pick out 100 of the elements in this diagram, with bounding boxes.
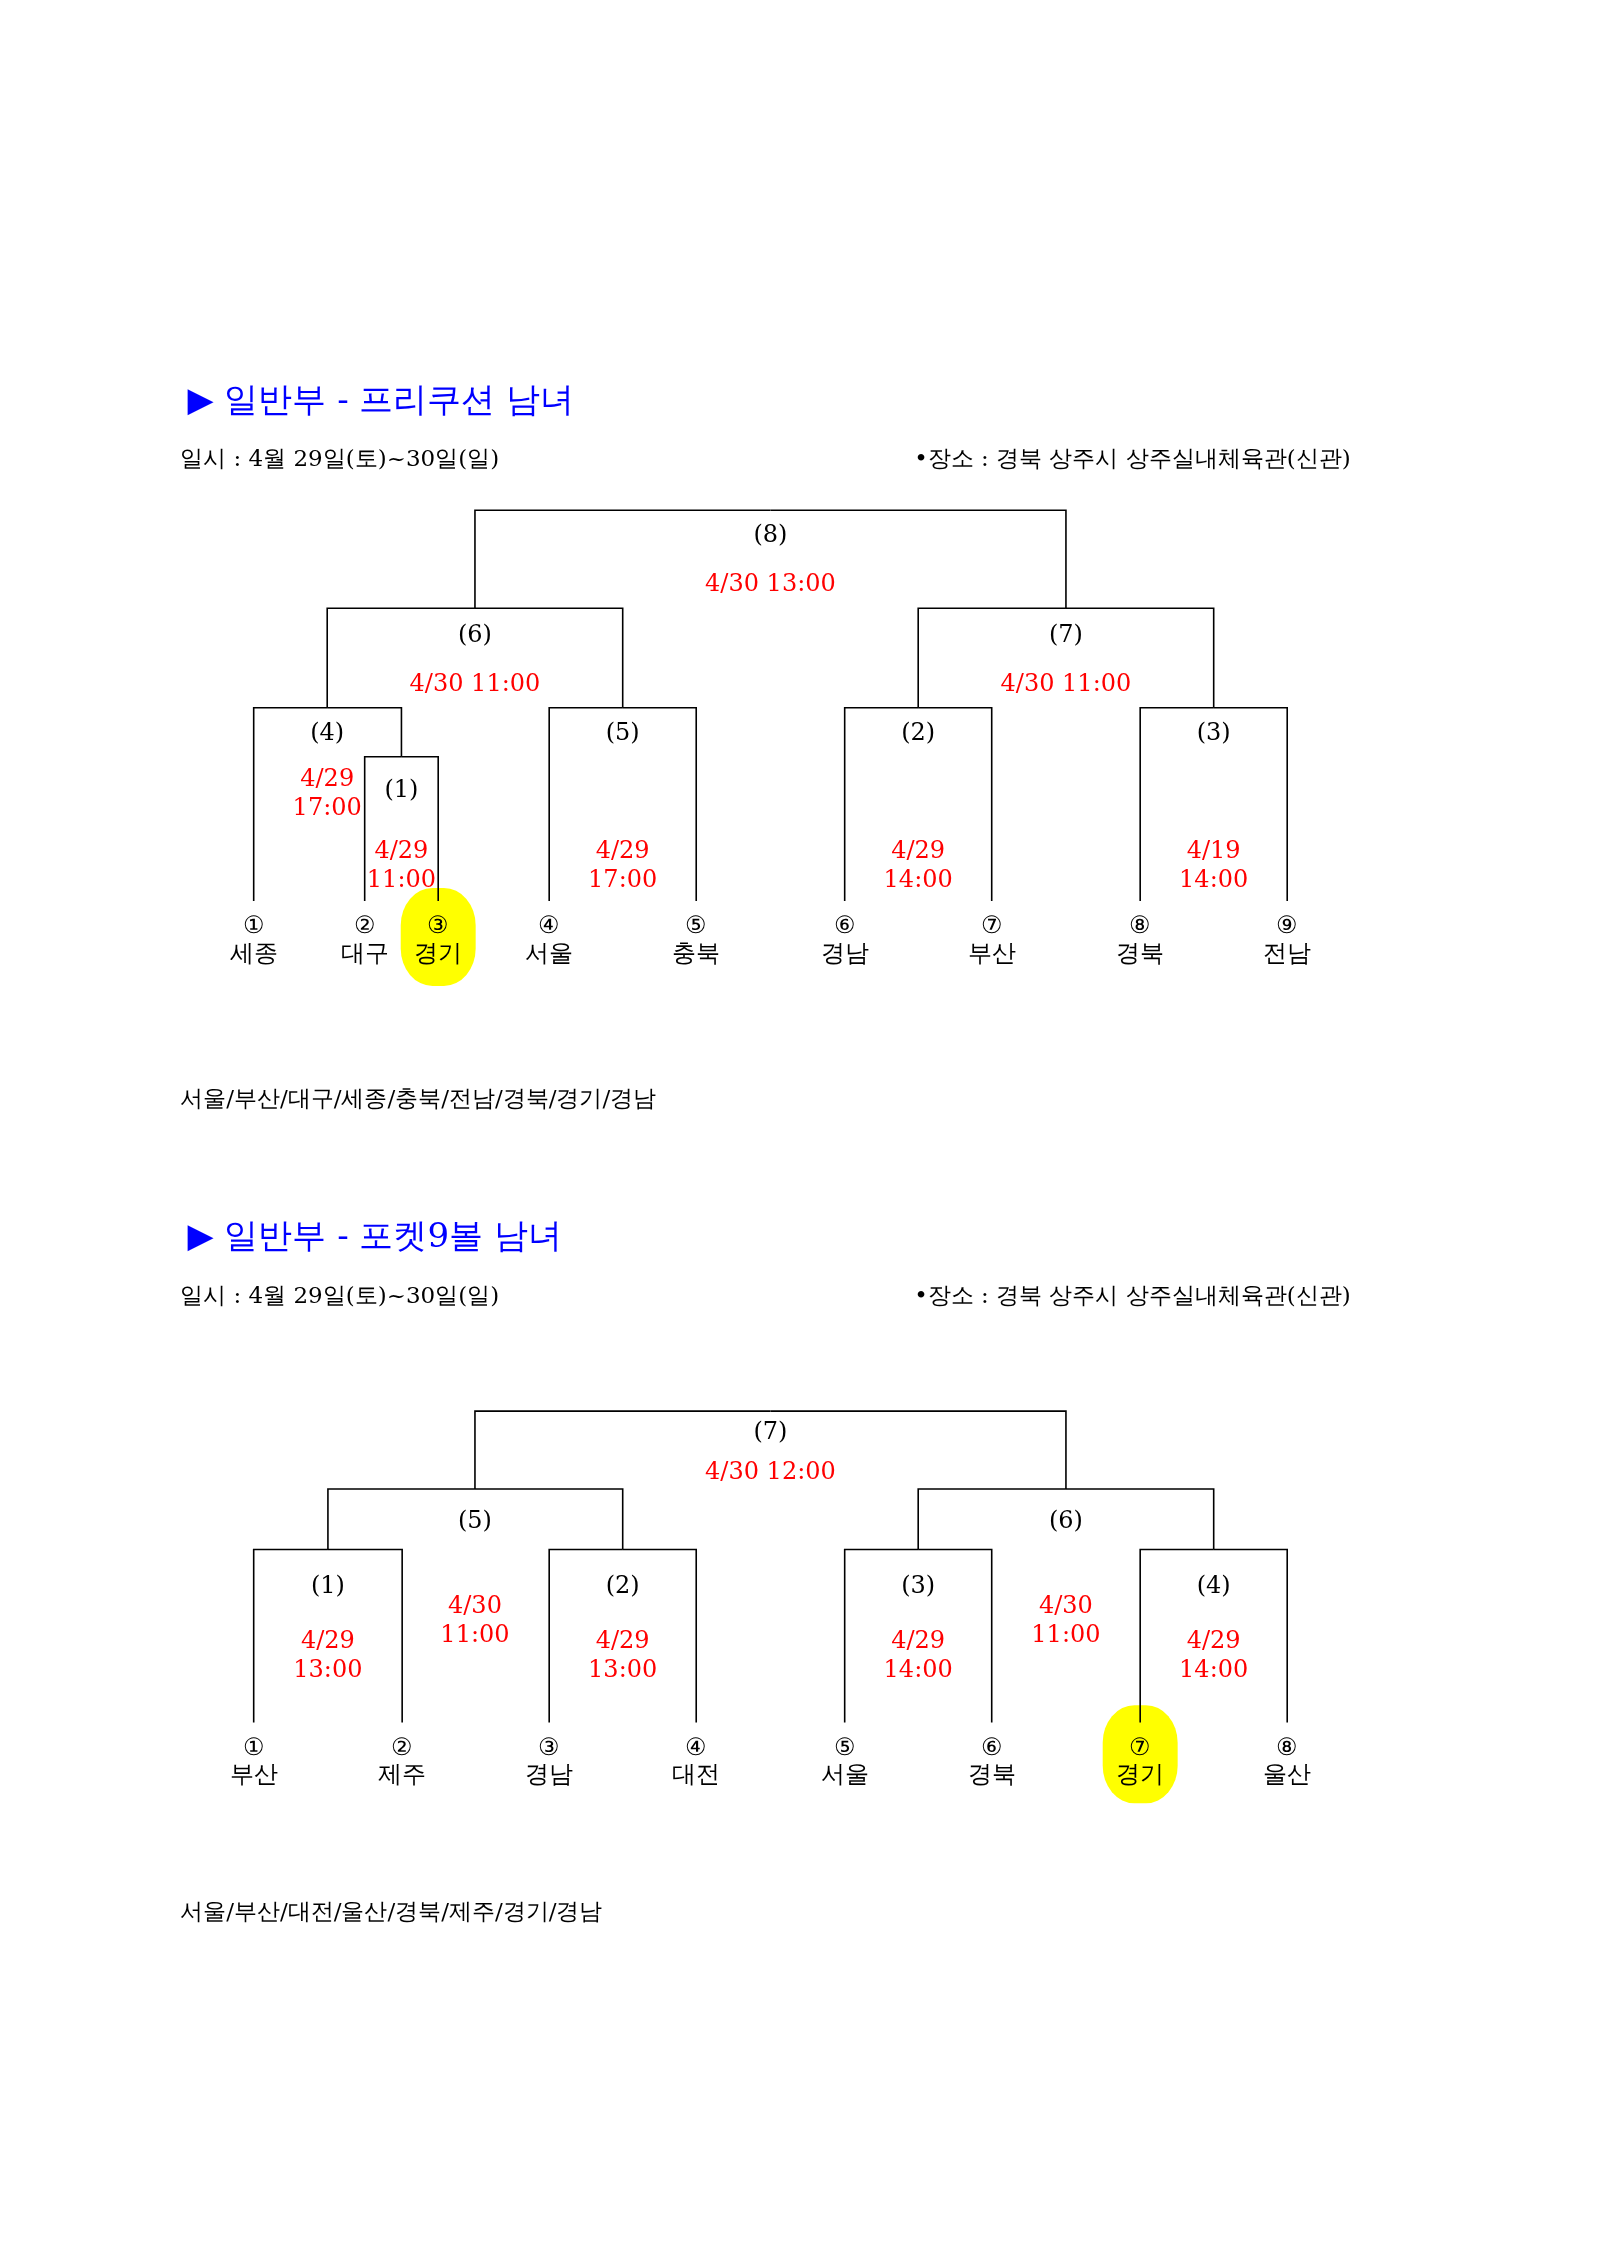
team-name: 부산	[966, 939, 1017, 968]
section-heading: ▶ 일반부 - 포켓9볼 남녀	[187, 1214, 562, 1257]
match-time: 4/29 14:00	[1178, 1625, 1250, 1684]
match-number: (8)	[752, 520, 789, 550]
match-time: 4/30 11:00	[439, 1591, 511, 1649]
team-name: 전남	[1262, 939, 1313, 968]
team-name: 대전	[671, 1761, 722, 1789]
team-name: 경기	[1115, 1761, 1166, 1789]
bracket-line	[1065, 1488, 1215, 1551]
match-number: (6)	[456, 619, 493, 649]
seed-number: ⑧	[1275, 1734, 1300, 1762]
seed-number: ⑤	[684, 912, 709, 940]
seed-number: ⑥	[979, 1734, 1004, 1762]
bracket-line	[252, 1548, 329, 1724]
match-number: (5)	[456, 1506, 493, 1536]
team-name: 세종	[228, 939, 279, 968]
bracket-line	[363, 755, 403, 902]
team-name: 울산	[1262, 1761, 1313, 1789]
match-time: 4/30 12:00	[704, 1457, 837, 1487]
bracket-line	[326, 706, 403, 758]
bracket-line	[1139, 706, 1215, 902]
info-text: 일시 : 4월 29일(토)~30일(일)	[180, 444, 500, 473]
match-time: 4/30 11:00	[1030, 1591, 1102, 1649]
team-name: 충북	[671, 939, 722, 968]
match-number: (6)	[1047, 1506, 1084, 1536]
match-time: 4/19 14:00	[1178, 836, 1250, 894]
seed-number: ⑥	[832, 912, 857, 940]
match-number: (2)	[900, 717, 937, 747]
info-text: •장소 : 경북 상주시 상주실내체육관(신관)	[914, 1281, 1351, 1311]
bracket-line	[1212, 706, 1288, 902]
bracket-line	[1212, 1548, 1288, 1724]
bracket-line	[474, 509, 772, 610]
bracket-line	[917, 706, 993, 902]
team-name: 부산	[228, 1761, 279, 1789]
bracket-line	[843, 706, 919, 902]
bracket-line	[326, 607, 476, 709]
info-text: 일시 : 4월 29일(토)~30일(일)	[180, 1281, 500, 1311]
section-heading: ▶ 일반부 - 프리쿠션 남녀	[187, 378, 575, 421]
team-name: 서울	[819, 1761, 870, 1789]
bracket-line	[327, 1548, 403, 1724]
match-number: (5)	[604, 717, 641, 747]
team-name: 경기	[413, 939, 464, 968]
bracket-line	[400, 755, 439, 902]
match-number: (1)	[309, 1571, 346, 1601]
seed-number: ④	[537, 912, 562, 940]
match-number: (1)	[383, 775, 420, 805]
bracket-line	[474, 607, 624, 709]
team-list: 서울/부산/대구/세종/충북/전남/경북/경기/경남	[180, 1084, 657, 1113]
seed-number: ⑦	[1128, 1734, 1153, 1762]
team-name: 제주	[377, 1761, 428, 1789]
match-number: (3)	[1195, 717, 1232, 747]
match-number: (3)	[900, 1571, 937, 1601]
bracket-line	[548, 706, 624, 902]
team-name: 경북	[1115, 939, 1166, 968]
bracket-line	[1065, 607, 1215, 709]
info-text: •장소 : 경북 상주시 상주실내체육관(신관)	[914, 444, 1351, 473]
match-number: (4)	[309, 717, 346, 747]
bracket-line	[621, 706, 697, 902]
match-time: 4/30 11:00	[408, 668, 542, 698]
match-time: 4/29 13:00	[292, 1625, 364, 1684]
bracket-line	[548, 1548, 624, 1724]
match-number: (7)	[752, 1416, 789, 1446]
seed-number: ④	[684, 1734, 709, 1762]
match-time: 4/29 17:00	[291, 763, 363, 822]
bracket-line	[917, 1548, 993, 1724]
seed-number: ⑨	[1275, 912, 1300, 940]
match-number: (7)	[1047, 619, 1084, 649]
team-list: 서울/부산/대전/울산/경북/제주/경기/경남	[180, 1896, 603, 1926]
seed-number: ⑤	[832, 1734, 857, 1762]
seed-number: ②	[390, 1734, 415, 1762]
bracket-line	[474, 1488, 624, 1551]
match-time: 4/29 11:00	[365, 836, 437, 894]
match-time: 4/29 14:00	[882, 1625, 954, 1684]
bracket-line	[917, 1488, 1067, 1551]
bracket-line	[769, 1410, 1067, 1490]
match-time: 4/29 14:00	[882, 836, 954, 894]
match-time: 4/29 13:00	[587, 1625, 659, 1684]
bracket-line	[769, 509, 1067, 610]
team-name: 서울	[524, 939, 575, 968]
match-number: (2)	[604, 1571, 641, 1601]
seed-number: ⑦	[979, 912, 1004, 940]
match-time: 4/29 17:00	[587, 836, 659, 894]
match-time: 4/30 13:00	[704, 569, 837, 599]
seed-number: ①	[241, 1734, 266, 1762]
seed-number: ⑧	[1128, 912, 1153, 940]
bracket-line	[917, 607, 1067, 709]
bracket-line	[843, 1548, 919, 1724]
match-number: (4)	[1195, 1571, 1232, 1601]
bracket-line	[621, 1548, 697, 1724]
seed-number: ①	[241, 912, 266, 940]
bracket-line	[327, 1488, 476, 1551]
bracket-line	[474, 1410, 772, 1490]
team-name: 경북	[966, 1761, 1017, 1789]
team-name: 경남	[819, 939, 870, 968]
bracket-line	[252, 706, 328, 902]
match-time: 4/30 11:00	[999, 668, 1133, 698]
seed-number: ③	[426, 912, 451, 940]
team-name: 대구	[339, 939, 390, 968]
seed-number: ②	[352, 912, 377, 940]
team-name: 경남	[524, 1761, 575, 1789]
